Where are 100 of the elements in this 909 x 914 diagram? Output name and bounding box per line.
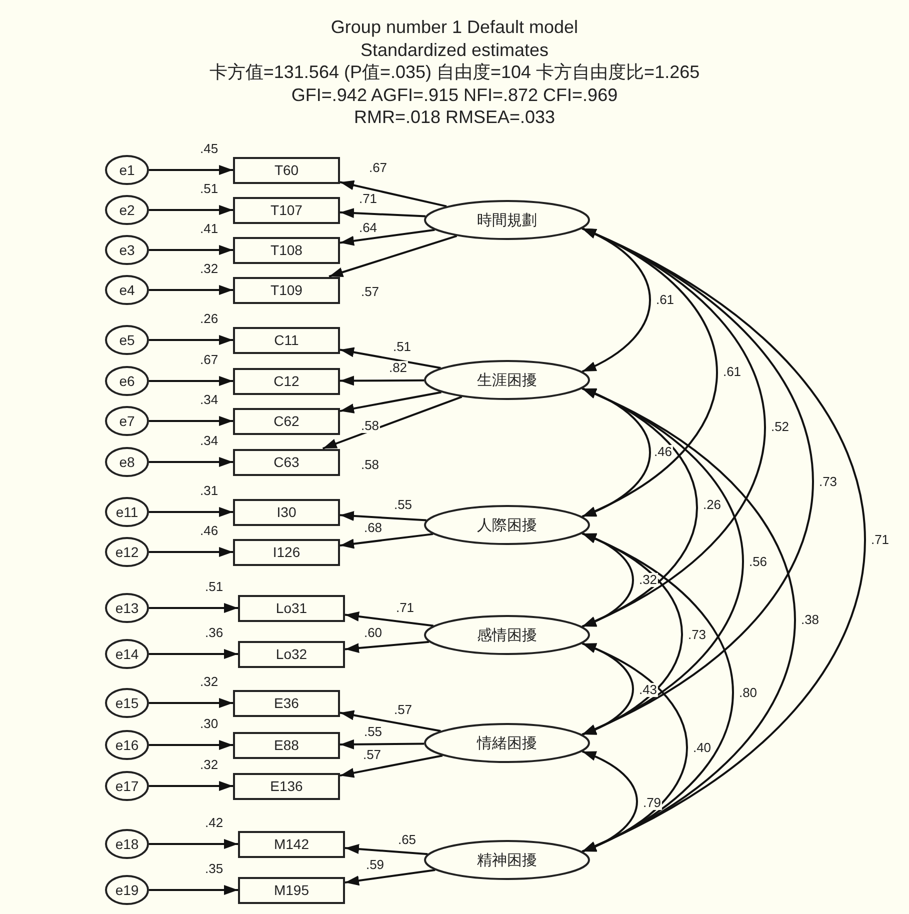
edge-label: .43 [638,683,658,697]
value-label: .31 [200,484,218,498]
arrow [149,285,233,295]
arrow [149,165,233,175]
value-label: .42 [205,816,224,830]
correlation-arrow [582,750,638,852]
edge-label: .52 [770,420,790,434]
arrow [149,839,238,849]
arrow [149,698,233,708]
correlation-arrow [582,532,734,852]
error-circle: e12 [105,537,149,567]
indicator-box: E36 [233,690,340,716]
edge-label: .61 [654,293,676,307]
edge-label: .71 [394,601,416,615]
correlation-arrow [582,388,651,518]
indicator-box: C12 [233,368,340,394]
arrow [344,611,434,627]
correlation-arrow [582,642,688,852]
edge-label: .57 [392,703,414,717]
edge-label: .51 [392,340,412,354]
indicator-box: C11 [233,326,340,354]
edge-label: .80 [738,686,758,700]
arrow [149,507,233,517]
indicator-box: T109 [233,276,340,304]
factor-ellipse: 精神困擾 [424,840,590,880]
statistics-line: RMR=.018 RMSEA=.033 [354,106,556,128]
error-circle: e3 [105,235,149,265]
factor-ellipse: 生涯困擾 [424,360,590,400]
edge-label: .79 [642,796,662,810]
edge-label: .73 [686,628,708,642]
arrow [149,376,233,386]
factor-ellipse: 人際困擾 [424,505,590,545]
arrow [149,335,233,345]
arrow [340,208,426,218]
error-circle: e16 [105,730,149,760]
edge-label: .57 [362,748,382,762]
edge-label: .67 [368,161,388,175]
arrow [340,376,424,386]
value-label: .45 [200,142,218,156]
correlation-arrow [582,388,744,736]
edge-label: .56 [748,555,768,569]
edge-label: .71 [870,533,890,547]
edge-label: .58 [360,419,380,433]
edge-label: .38 [800,613,820,627]
factor-ellipse: 時間規劃 [424,200,590,240]
title: Group number 1 Default model [330,16,578,38]
value-label: .51 [205,580,224,594]
arrow [149,781,233,791]
edge-label: .40 [692,741,712,755]
arrow [149,205,233,215]
edge-label: .73 [818,475,838,489]
indicator-box: Lo32 [238,640,345,668]
edge-label: .55 [362,725,384,739]
error-circle: e7 [105,406,149,436]
value-label: .41 [200,222,218,236]
error-circle: e8 [105,447,149,477]
edge-label: .55 [392,498,414,512]
arrow [149,603,238,613]
arrow [340,710,441,732]
arrow [340,754,443,778]
arrow [149,245,233,255]
edge-label: .82 [388,361,408,375]
arrow [149,885,238,895]
correlation-arrow [582,228,651,372]
arrow [340,533,434,549]
statistics-line: GFI=.942 AGFI=.915 NFI=.872 CFI=.969 [291,84,618,106]
value-label: .67 [200,352,218,366]
indicator-box: I30 [233,498,340,526]
arrow [149,457,233,467]
indicator-box: T60 [233,156,340,184]
arrow [344,640,430,654]
error-circle: e17 [105,771,149,801]
value-label: .34 [200,392,218,406]
error-circle: e6 [105,366,149,396]
arrow [340,739,424,750]
factor-ellipse: 情緒困擾 [424,723,590,763]
statistics-line: 卡方值=131.564 (P值=.035) 自由度=104 卡方自由度比=1.265 [209,61,700,83]
error-circle: e19 [105,875,149,905]
edge-label: .26 [702,498,722,512]
arrow [149,740,233,750]
value-label: .51 [200,182,218,196]
edge-label: .32 [638,573,658,587]
edge-label: .61 [722,365,742,379]
indicator-box: M142 [238,830,345,858]
edge-label: .57 [360,285,380,299]
indicator-box: T107 [233,196,340,224]
correlation-arrow [582,228,718,518]
arrow [322,396,462,450]
arrow [149,547,233,557]
error-circle: e1 [105,155,149,185]
edge-label: .59 [364,858,386,872]
value-label: .26 [200,312,218,326]
arrow [340,228,435,246]
indicator-box: C62 [233,408,340,434]
value-label: .30 [200,716,218,730]
arrow [328,234,458,278]
subtitle: Standardized estimates [360,38,549,60]
edge-label: .60 [362,626,384,640]
arrow [344,844,428,856]
value-label: .32 [200,674,218,688]
